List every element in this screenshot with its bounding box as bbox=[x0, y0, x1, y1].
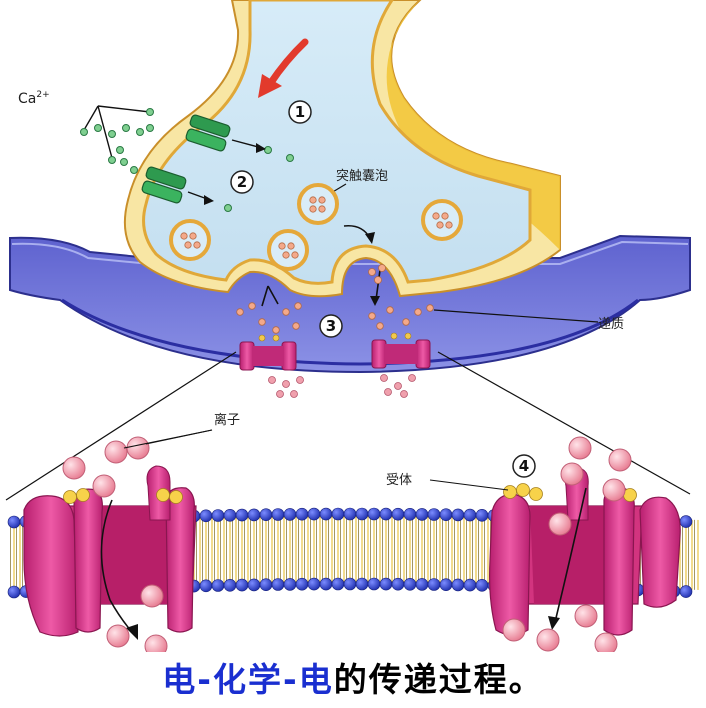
step-3-label: 3 bbox=[326, 317, 336, 335]
step-4-label: 4 bbox=[519, 457, 529, 475]
lipid-head bbox=[680, 586, 692, 598]
lipid-head bbox=[260, 509, 272, 521]
lipid-head bbox=[476, 579, 488, 591]
lipid-head bbox=[308, 578, 320, 590]
lipid-head bbox=[284, 578, 296, 590]
lipid-head bbox=[344, 508, 356, 520]
lipid-head bbox=[404, 508, 416, 520]
vesicle bbox=[171, 221, 209, 259]
lipid-head bbox=[404, 578, 416, 590]
caption-highlight: 电-化学-电 bbox=[162, 660, 333, 699]
lipid-head bbox=[320, 578, 332, 590]
lipid-head bbox=[212, 580, 224, 592]
lipid-head bbox=[236, 579, 248, 591]
lipid-head bbox=[464, 509, 476, 521]
lipid-head bbox=[8, 516, 20, 528]
lipid-head bbox=[452, 579, 464, 591]
lipid-head bbox=[332, 508, 344, 520]
lipid-head bbox=[260, 579, 272, 591]
lipid-head bbox=[296, 578, 308, 590]
lipid-head bbox=[272, 579, 284, 591]
caption: 电-化学-电的传递过程。 bbox=[0, 652, 706, 708]
lipid-head bbox=[224, 579, 236, 591]
lipid-head bbox=[320, 508, 332, 520]
lipid-head bbox=[8, 586, 20, 598]
lipid-head bbox=[212, 510, 224, 522]
lipid-head bbox=[368, 578, 380, 590]
lipid-head bbox=[416, 508, 428, 520]
lipid-head bbox=[200, 510, 212, 522]
transmitter-label: 递质 bbox=[598, 317, 624, 332]
lipid-head bbox=[248, 509, 260, 521]
lipid-head bbox=[236, 509, 248, 521]
step-2-label: 2 bbox=[237, 173, 247, 191]
lipid-head bbox=[428, 509, 440, 521]
lipid-head bbox=[200, 580, 212, 592]
lipid-head bbox=[680, 516, 692, 528]
vesicle bbox=[269, 231, 307, 269]
synapse-upper: 1 Ca2+ bbox=[6, 0, 690, 500]
lipid-head bbox=[308, 508, 320, 520]
lipid-head bbox=[284, 508, 296, 520]
membrane-zoom: 离子 受体 4 bbox=[8, 412, 700, 657]
vesicle bbox=[299, 185, 337, 223]
vesicle-label: 突触囊泡 bbox=[336, 168, 388, 184]
lipid-head bbox=[224, 509, 236, 521]
lipid-head bbox=[296, 508, 308, 520]
caption-rest: 的传递过程。 bbox=[334, 660, 544, 699]
lipid-head bbox=[428, 579, 440, 591]
lipid-head bbox=[416, 578, 428, 590]
ions-label: 离子 bbox=[214, 412, 240, 428]
lipid-head bbox=[464, 579, 476, 591]
lipid-head bbox=[248, 579, 260, 591]
lipid-head bbox=[380, 578, 392, 590]
lipid-head bbox=[356, 578, 368, 590]
lipid-head bbox=[380, 508, 392, 520]
lipid-head bbox=[440, 509, 452, 521]
lipid-head bbox=[392, 508, 404, 520]
vesicle bbox=[423, 201, 461, 239]
receptor-label: 受体 bbox=[386, 473, 412, 488]
ca-ion-label: Ca2+ bbox=[18, 90, 50, 107]
lipid-head bbox=[392, 578, 404, 590]
step-1-label: 1 bbox=[295, 103, 305, 121]
lipid-head bbox=[356, 508, 368, 520]
lipid-head bbox=[476, 509, 488, 521]
lipid-head bbox=[440, 579, 452, 591]
lipid-head bbox=[368, 508, 380, 520]
lipid-head bbox=[272, 509, 284, 521]
lipid-head bbox=[452, 509, 464, 521]
lipid-head bbox=[344, 578, 356, 590]
lipid-head bbox=[332, 578, 344, 590]
